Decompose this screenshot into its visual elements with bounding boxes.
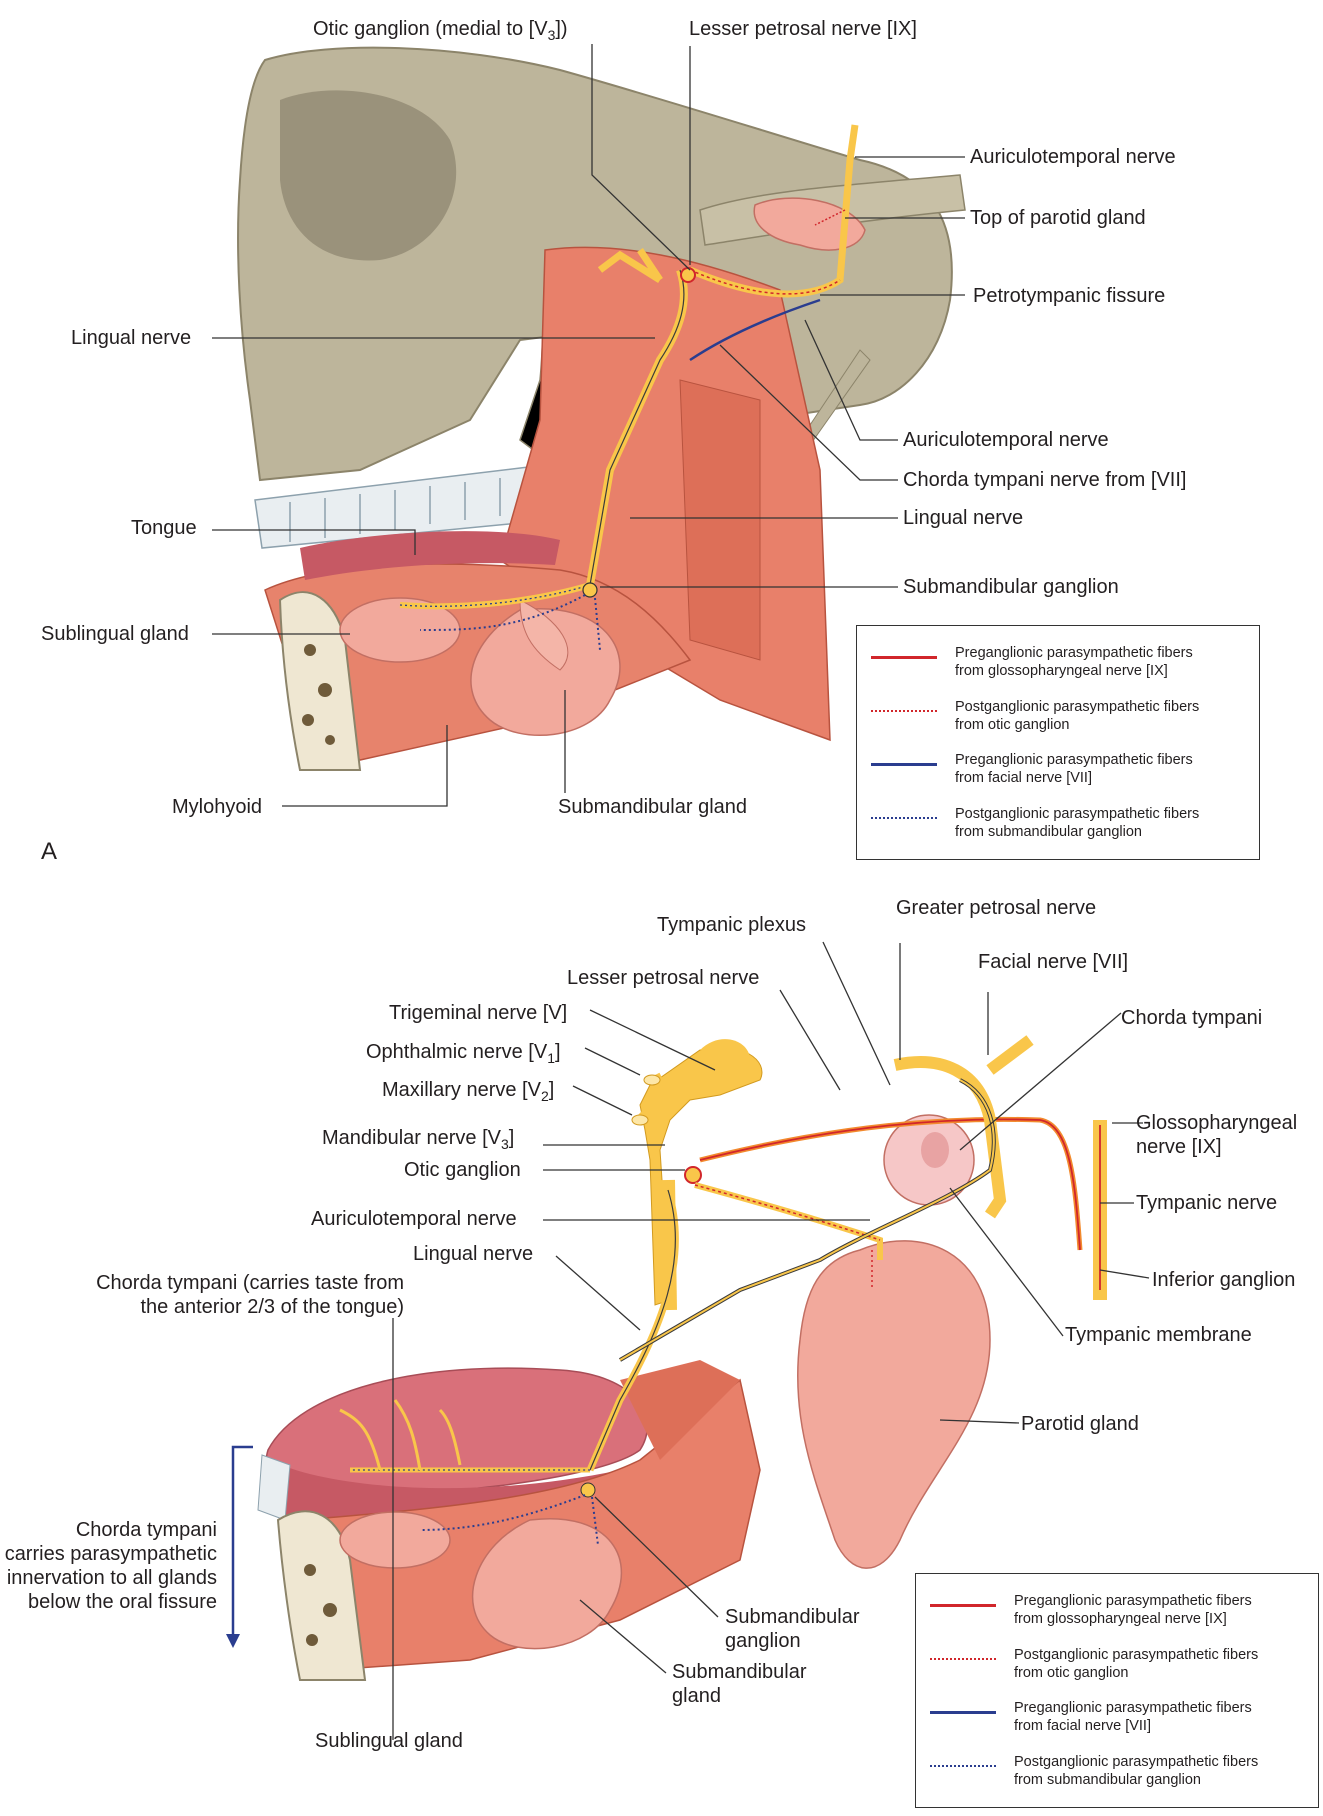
label-auriculotemporal-mid: Auriculotemporal nerve (903, 429, 1109, 451)
red-solid-line-swatch (871, 656, 937, 659)
label-top-parotid: Top of parotid gland (970, 207, 1146, 229)
red-solid-line-swatch (930, 1604, 996, 1607)
panel-b-tongue (257, 1367, 648, 1525)
panel-a-glands (339, 197, 866, 736)
label-auriculotemporal-top: Auriculotemporal nerve (970, 146, 1176, 168)
parasympathetic-arrow (226, 1445, 253, 1648)
panel-letter-a: A (41, 838, 58, 865)
panel-b-jaw-section (276, 1510, 367, 1681)
blue-solid-line-swatch (930, 1711, 996, 1714)
label-submandibular-ganglion-a: Submandibular ganglion (903, 576, 1119, 598)
red-dotted-line-swatch (871, 710, 937, 712)
label-petrotympanic-fissure: Petrotympanic fissure (973, 285, 1166, 307)
panel-a-jaw-section (278, 591, 362, 771)
label-ophthalmic: Ophthalmic nerve [V1] (366, 1041, 561, 1066)
label-sublingual-gland-b: Sublingual gland (315, 1730, 463, 1752)
label-otic-ganglion-b: Otic ganglion (404, 1159, 521, 1181)
label-auriculotemporal-b: Auriculotemporal nerve (311, 1208, 517, 1230)
label-lingual-nerve-a-right: Lingual nerve (903, 507, 1024, 529)
label-chorda-taste: Chorda tympani (carries taste from the a… (96, 1272, 404, 1318)
label-trigeminal: Trigeminal nerve [V] (389, 1002, 568, 1024)
label-submandibular-gland-a: Submandibular gland (558, 796, 748, 818)
label-tympanic-plexus: Tympanic plexus (657, 914, 806, 936)
label-chorda-tympani-a: Chorda tympani nerve from [VII] (903, 469, 1187, 491)
label-chorda-tympani-b: Chorda tympani (1121, 1007, 1263, 1029)
label-lesser-petrosal-b: Lesser petrosal nerve (567, 967, 760, 989)
label-maxillary: Maxillary nerve [V2] (382, 1079, 555, 1104)
label-lingual-b: Lingual nerve (413, 1243, 534, 1265)
label-submandibular-ganglion-b: Submandibular ganglion (725, 1606, 860, 1652)
panel-a-leaders (212, 44, 965, 807)
label-tongue: Tongue (131, 517, 197, 539)
label-lingual-nerve-a-left: Lingual nerve (71, 327, 192, 349)
label-glossopharyngeal: Glossopharyngeal nerve [IX] (1136, 1112, 1298, 1158)
label-parotid: Parotid gland (1021, 1413, 1139, 1435)
red-dotted-line-swatch (930, 1658, 996, 1660)
label-submandibular-gland-b: Submandibular gland (672, 1661, 807, 1707)
panel-a-nerves (399, 124, 859, 651)
label-inferior-ganglion: Inferior ganglion (1152, 1269, 1296, 1291)
blue-dotted-line-swatch (871, 817, 937, 819)
blue-dotted-line-swatch (930, 1765, 996, 1767)
panel-b-leaders (392, 941, 1150, 1740)
panel-b-glands (339, 1114, 991, 1650)
label-mandibular: Mandibular nerve [V3] (322, 1127, 515, 1152)
label-tympanic-membrane: Tympanic membrane (1065, 1324, 1252, 1346)
label-mylohyoid: Mylohyoid (172, 796, 263, 818)
label-sublingual-gland-a: Sublingual gland (41, 623, 189, 645)
label-chorda-parasym: Chorda tympani carries parasympathetic i… (4, 1519, 217, 1613)
label-otic-ganglion-a: Otic ganglion (medial to [V3]) (313, 18, 568, 43)
label-greater-petrosal: Greater petrosal nerve (896, 897, 1097, 919)
blue-solid-line-swatch (871, 763, 937, 766)
label-lesser-petrosal-a: Lesser petrosal nerve [IX] (689, 18, 917, 40)
label-facial-nerve: Facial nerve [VII] (978, 951, 1129, 973)
label-tympanic-nerve: Tympanic nerve (1136, 1192, 1278, 1214)
